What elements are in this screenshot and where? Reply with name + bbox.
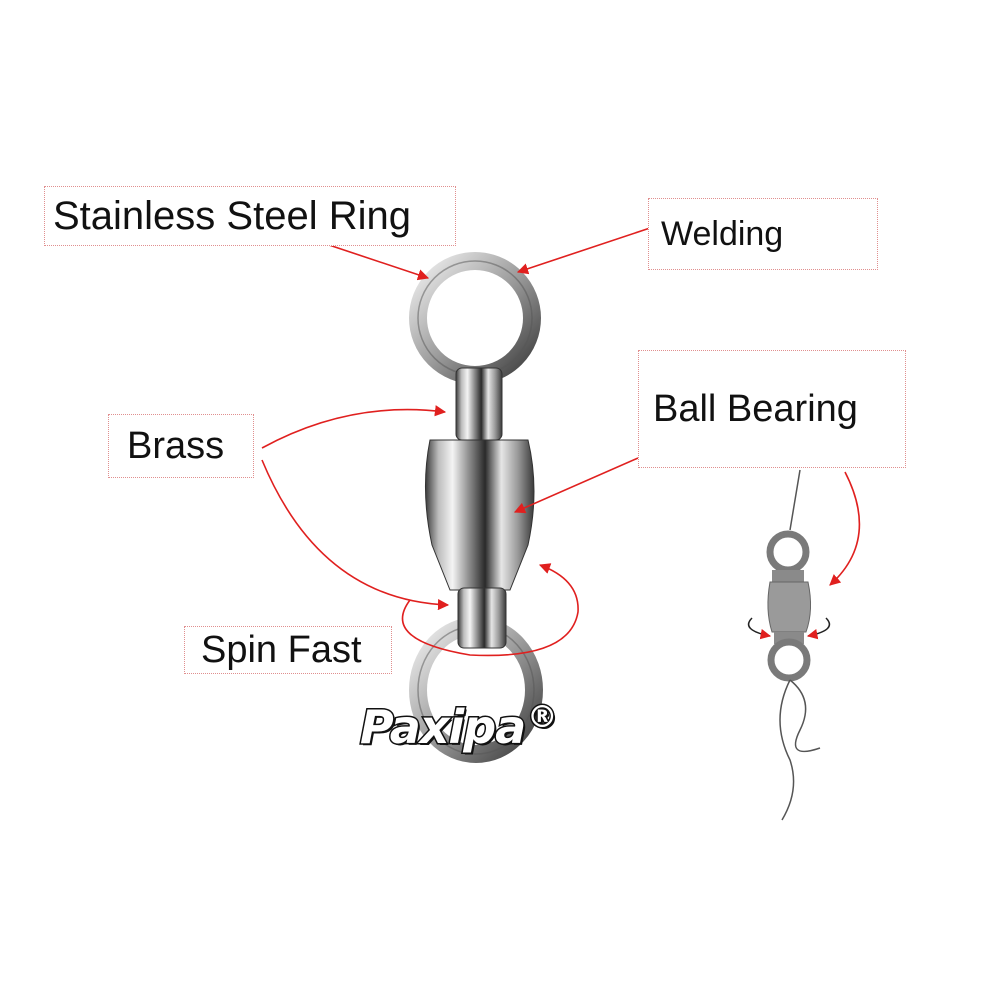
rotation-arrow-icon <box>401 563 579 657</box>
arrow-icon <box>829 471 861 586</box>
arrow-icon <box>516 227 651 275</box>
label-text: Ball Bearing <box>653 387 858 430</box>
arrow-icon <box>513 457 639 514</box>
label-welding: Welding <box>648 198 878 270</box>
label-spin-fast: Spin Fast <box>184 626 392 674</box>
arrow-icon <box>261 459 450 611</box>
brand-name: Paxipa <box>358 699 527 756</box>
brand-logo: Paxipa® <box>358 699 559 756</box>
arrow-icon <box>261 405 447 449</box>
label-stainless-steel-ring: Stainless Steel Ring <box>44 186 456 246</box>
label-brass: Brass <box>108 414 254 478</box>
annotation-arrows <box>261 227 861 657</box>
brass-body <box>424 439 535 591</box>
arrow-icon <box>319 241 430 281</box>
swivel-photo <box>409 252 543 763</box>
registered-mark: ® <box>526 699 559 737</box>
bottom-neck <box>457 587 507 649</box>
swivel-diagram <box>747 469 831 821</box>
label-text: Stainless Steel Ring <box>53 193 411 238</box>
label-ball-bearing: Ball Bearing <box>638 350 906 468</box>
label-text: Spin Fast <box>201 628 362 671</box>
label-text: Brass <box>127 424 225 467</box>
label-text: Welding <box>661 214 784 253</box>
top-neck <box>455 367 503 441</box>
